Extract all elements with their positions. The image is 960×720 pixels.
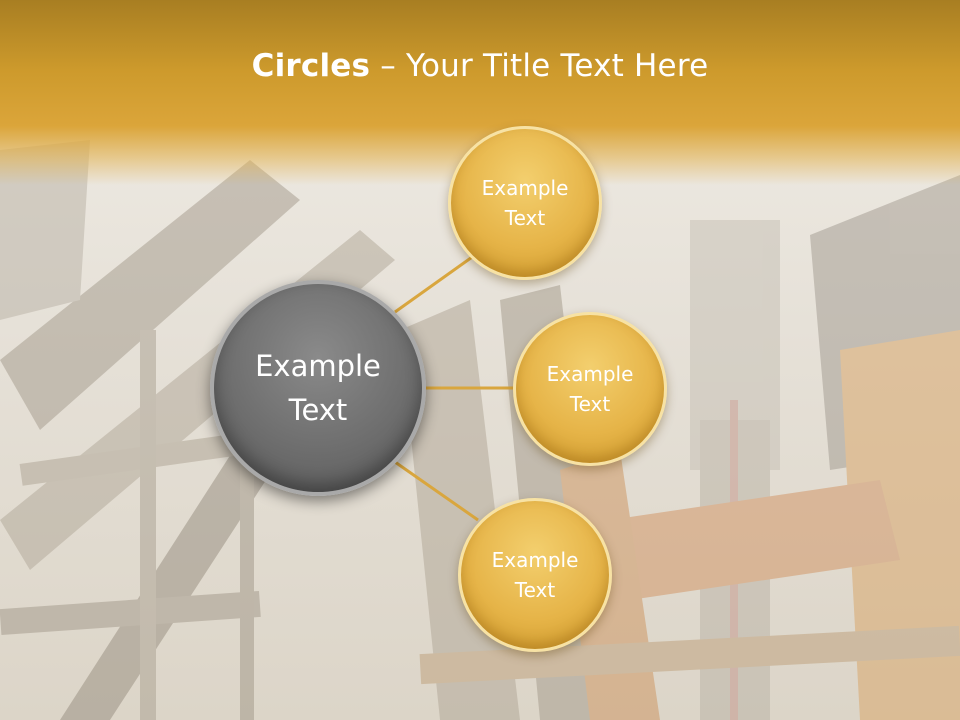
node-circle-bottom[interactable]: Example Text xyxy=(458,498,612,652)
title-bold-part: Circles xyxy=(251,48,371,84)
title-rest-part: – Your Title Text Here xyxy=(370,48,709,84)
connector-top xyxy=(394,253,476,314)
node-circle-top[interactable]: Example Text xyxy=(448,126,602,280)
center-circle[interactable]: Example Text xyxy=(210,280,426,496)
center-circle-label: Example Text xyxy=(255,349,381,427)
node-circle-label: Example Text xyxy=(481,176,569,230)
slide-title: Circles – Your Title Text Here xyxy=(0,48,960,84)
connector-bottom xyxy=(394,460,479,522)
node-circle-middle[interactable]: Example Text xyxy=(513,312,667,466)
node-circle-label: Example Text xyxy=(491,548,579,602)
node-circle-label: Example Text xyxy=(546,362,634,416)
